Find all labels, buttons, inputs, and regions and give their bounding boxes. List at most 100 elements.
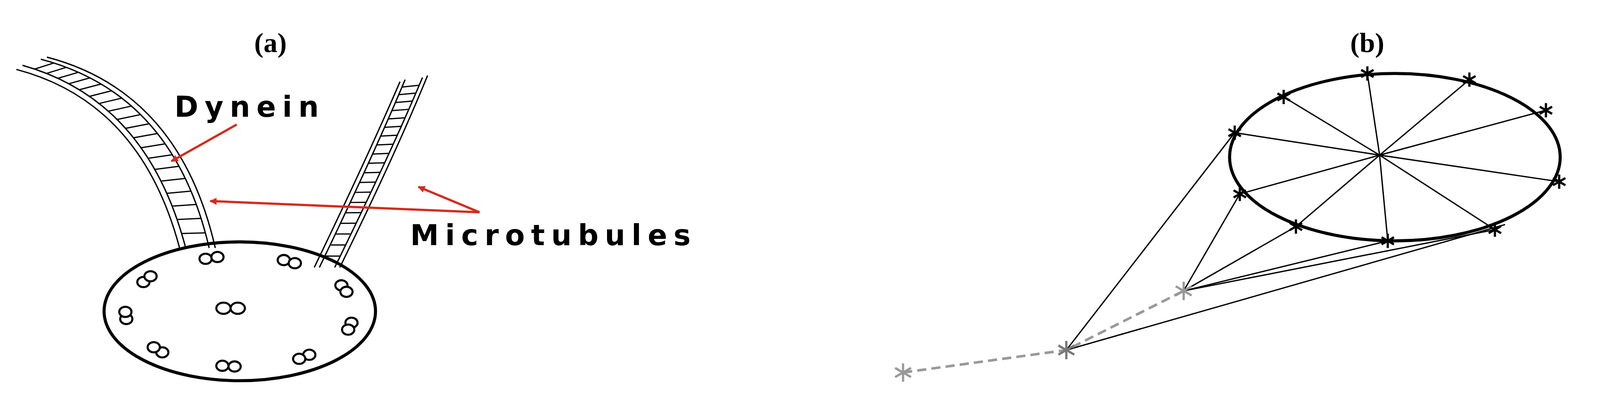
ring-outline: [1229, 73, 1561, 242]
dynein-arm: [354, 191, 372, 194]
node-asterisk: [1360, 70, 1374, 78]
spoke: [1379, 155, 1388, 242]
dynein-arm: [363, 172, 381, 174]
dynein-arm: [148, 155, 173, 159]
doublet-tubule: [340, 287, 353, 298]
microtubule-edge: [334, 77, 423, 268]
doublet-tubule: [147, 342, 160, 353]
dynein-arm: [340, 222, 357, 225]
dynein-arm: [46, 67, 67, 74]
spoke: [1239, 155, 1380, 195]
node-asterisk: [1552, 178, 1566, 186]
doublet-tubule: [119, 306, 132, 318]
spoke: [1295, 155, 1380, 227]
dynein-arm: [380, 135, 398, 137]
microtubule-bands: [16, 57, 428, 268]
microtubule-edge: [16, 69, 180, 249]
dynein-arm: [330, 244, 346, 246]
spoke: [1379, 155, 1560, 182]
dynein-arm: [391, 109, 409, 111]
doublet-tubule: [144, 271, 157, 282]
dynein-arm: [388, 117, 405, 120]
node-asterisk: [1058, 345, 1075, 355]
doublet-tubule: [288, 258, 302, 269]
dynein-arm: [177, 218, 201, 220]
spoke: [1367, 73, 1380, 156]
node-asterisk: [1175, 286, 1192, 296]
dynein-arm: [172, 204, 197, 207]
panel-label: (a): [254, 28, 287, 57]
spoke: [1379, 110, 1546, 156]
node-asterisk: [1539, 106, 1553, 115]
link: [1066, 224, 1506, 351]
dynein-arm: [79, 84, 102, 90]
dynein-arm: [141, 143, 166, 148]
dynein-arm: [395, 101, 413, 103]
node-asterisk: [1488, 226, 1502, 234]
node-asterisk: [1228, 129, 1241, 137]
dynein-arm: [398, 93, 416, 95]
dynein-arm: [384, 126, 402, 128]
microtubule-edge: [314, 81, 400, 268]
node-asterisk: [1463, 75, 1476, 84]
node-asterisk: [1463, 75, 1476, 84]
node-asterisk: [1289, 223, 1303, 231]
node-asterisk: [1277, 93, 1290, 101]
node-asterisk: [1058, 345, 1075, 355]
node-asterisk: [1360, 70, 1374, 78]
doublet-tubule: [228, 361, 241, 373]
dynein-arm: [108, 106, 132, 111]
dynein-arm: [125, 124, 150, 129]
node-asterisk: [1381, 237, 1395, 245]
dynein-arm: [368, 163, 385, 164]
dynein-arm: [133, 133, 158, 138]
dynein-arm: [154, 166, 179, 170]
doublet-tubule: [211, 252, 224, 263]
dynein-arm: [68, 77, 90, 84]
dynein-arm: [376, 144, 394, 146]
dynein-arm: [181, 233, 206, 234]
dynein-arm: [335, 233, 351, 235]
dynein-arm: [324, 255, 341, 258]
node-asterisk: [895, 367, 911, 377]
dashed-chain: [903, 291, 1184, 373]
microtubule-edge: [46, 57, 216, 249]
spoke: [1234, 132, 1380, 156]
microtubule-edge: [319, 79, 406, 268]
dynein-arm: [57, 72, 79, 79]
dynein-arm: [350, 201, 367, 204]
node-asterisk: [1539, 106, 1553, 115]
dynein-arm: [89, 90, 112, 97]
node-asterisk: [1277, 93, 1290, 101]
dynein-arm: [372, 153, 390, 155]
doublet-tubule: [216, 360, 229, 372]
dynein-arm: [359, 181, 376, 183]
link: [1183, 194, 1240, 292]
dynein-arm: [345, 212, 362, 214]
link: [1066, 132, 1235, 351]
node-asterisk: [1289, 223, 1303, 231]
doublet-tubule: [292, 354, 306, 365]
link: [1183, 226, 1296, 292]
node-asterisk: [1233, 190, 1247, 198]
node-asterisk: [895, 367, 911, 377]
node-asterisk: [1233, 190, 1247, 198]
link: [1183, 240, 1388, 291]
node-asterisk: [1488, 226, 1502, 234]
central-tubule: [230, 302, 245, 315]
dynein-arm: [34, 62, 54, 70]
microtubule-doublets: [119, 252, 358, 373]
central-tubule: [216, 302, 231, 315]
node-asterisk: [1175, 286, 1192, 296]
node-asterisk: [1381, 237, 1395, 245]
link: [1183, 229, 1495, 291]
leader-arrows: [171, 124, 480, 213]
doublet-tubule: [199, 253, 212, 265]
callout-label: Microtubules: [410, 221, 697, 250]
dynein-arm: [99, 98, 123, 104]
spoke: [1283, 97, 1380, 156]
axoneme-outline: [104, 242, 376, 382]
node-asterisk: [1552, 178, 1566, 186]
doublet-tubule: [341, 324, 355, 336]
